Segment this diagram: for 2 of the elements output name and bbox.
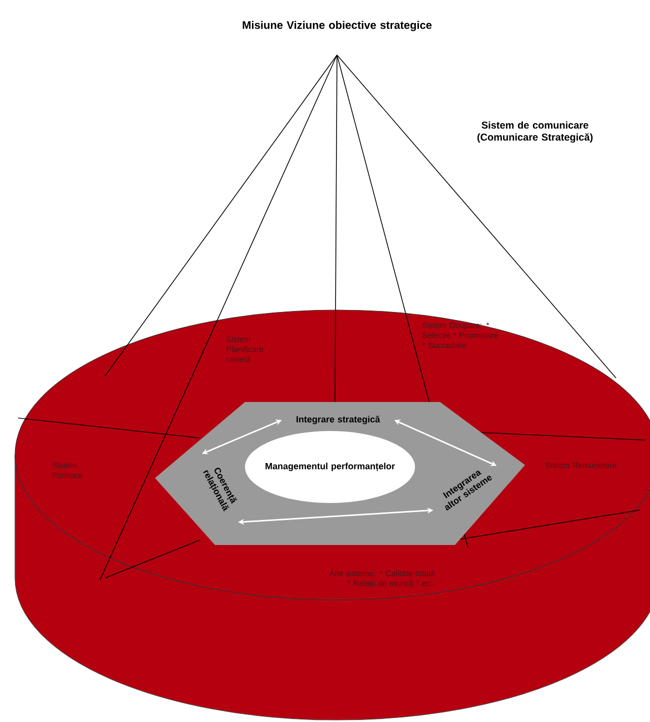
side-label: Sistem de comunicare (Comunicare Strategică) (477, 121, 593, 143)
title: Misiune Viziune obiective strategice (242, 20, 432, 32)
